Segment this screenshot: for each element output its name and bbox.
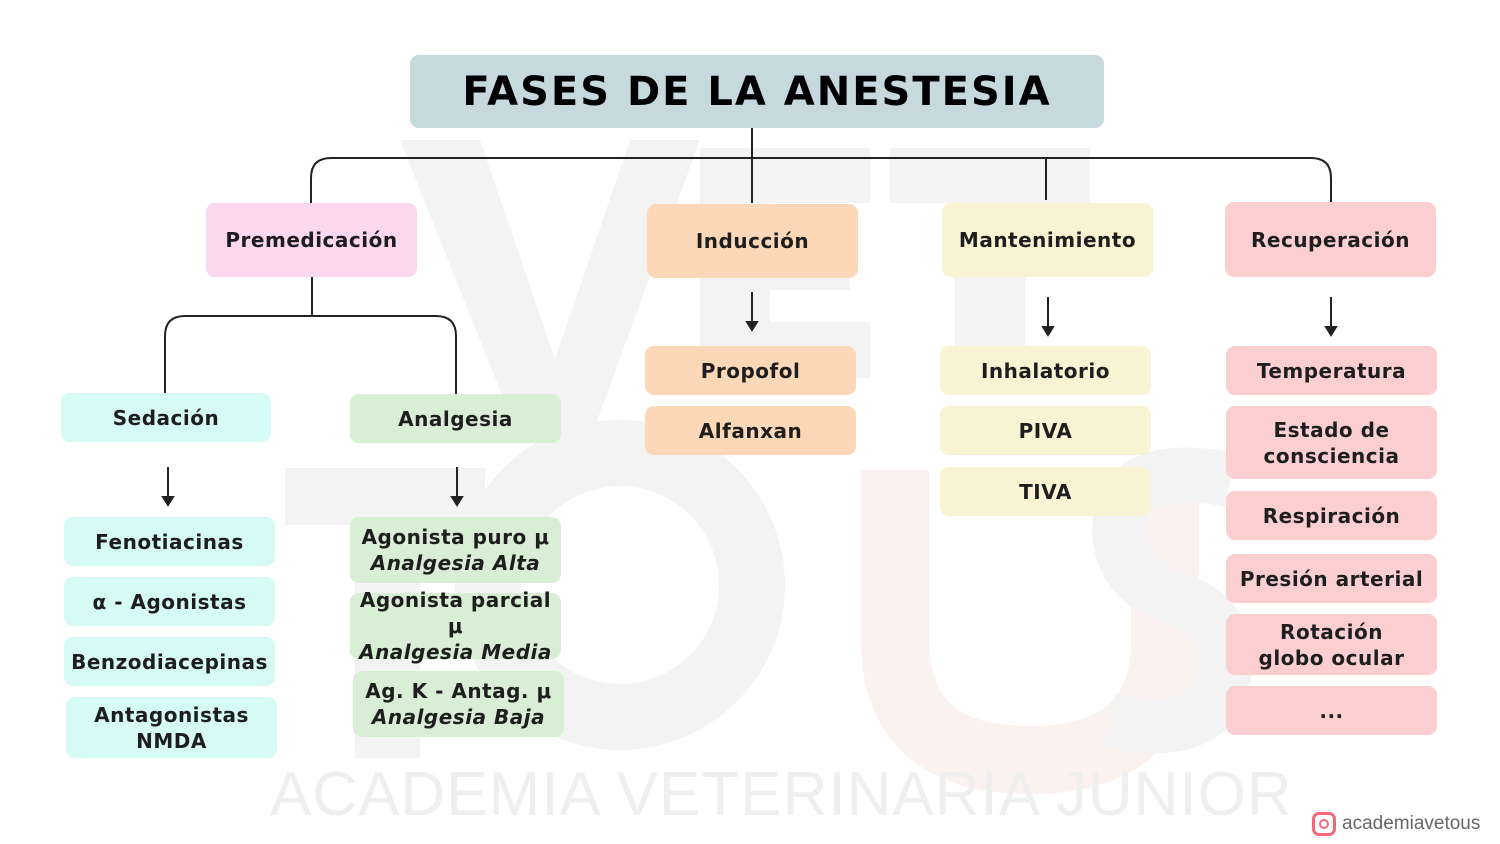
phase-recuperacion: Recuperación <box>1225 202 1436 277</box>
instagram-handle: academiavetous <box>1312 812 1480 836</box>
phase-mantenimiento: Mantenimiento <box>942 203 1153 277</box>
recuperacion-item: Rotación globo ocular <box>1226 614 1437 675</box>
drug-class: Agonista puro μ <box>361 525 550 549</box>
mantenimiento-item: Inhalatorio <box>940 346 1151 395</box>
sedacion-node: Sedación <box>61 393 271 442</box>
mantenimiento-item: TIVA <box>940 467 1151 516</box>
instagram-icon <box>1312 812 1336 836</box>
recuperacion-item: ... <box>1226 686 1437 735</box>
recuperacion-item: Temperatura <box>1226 346 1437 395</box>
sedacion-item: Fenotiacinas <box>64 517 275 566</box>
sedacion-item: α - Agonistas <box>64 577 275 626</box>
sedacion-item: Benzodiacepinas <box>64 637 275 686</box>
phase-induccion: Inducción <box>647 204 858 278</box>
sedacion-item: Antagonistas NMDA <box>66 697 277 758</box>
induccion-item: Propofol <box>645 346 856 395</box>
drug-class: Agonista parcial μ <box>359 588 552 638</box>
drug-class: Ag. K - Antag. μ <box>365 679 552 703</box>
analgesia-node: Analgesia <box>350 394 561 443</box>
instagram-text: academiavetous <box>1342 813 1481 834</box>
page-title: FASES DE LA ANESTESIA <box>410 55 1104 128</box>
recuperacion-item: Estado de consciencia <box>1226 406 1437 479</box>
analgesia-level: Analgesia Media <box>359 640 552 664</box>
analgesia-level: Analgesia Alta <box>370 551 541 575</box>
analgesia-level: Analgesia Baja <box>371 705 546 729</box>
recuperacion-item: Respiración <box>1226 491 1437 540</box>
recuperacion-item: Presión arterial <box>1226 554 1437 603</box>
phase-premedicacion: Premedicación <box>206 203 417 277</box>
mantenimiento-item: PIVA <box>940 406 1151 455</box>
induccion-item: Alfanxan <box>645 406 856 455</box>
